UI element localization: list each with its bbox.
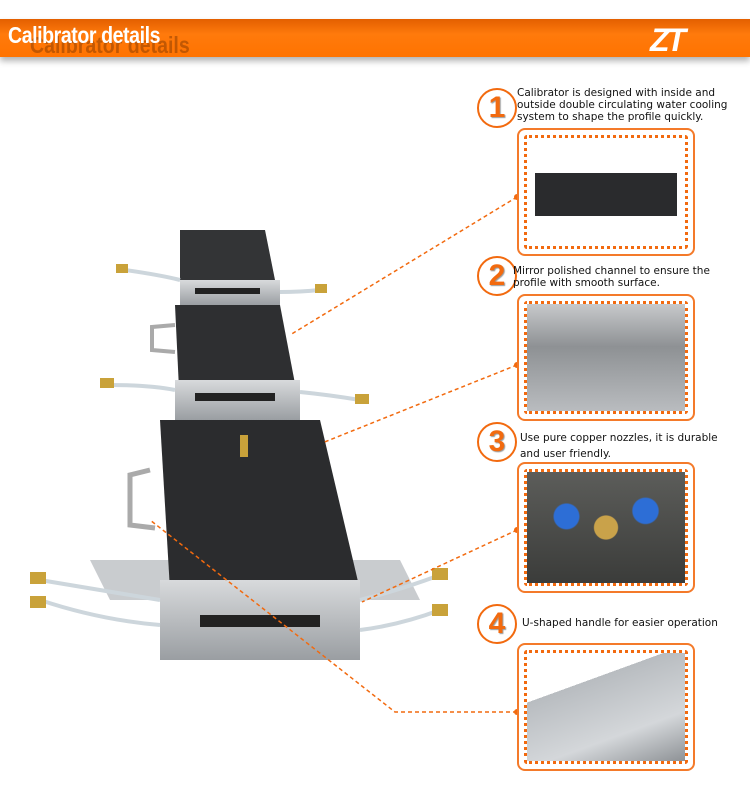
inset-polished-channel <box>517 294 695 421</box>
banner-title-shadow: Calibrator details <box>30 32 190 58</box>
feature-number-2: 2 <box>477 256 517 296</box>
feature-number-3: 3 <box>477 422 517 462</box>
feature-text-4: U-shaped handle for easier operation <box>522 617 718 629</box>
banner-title: Calibrator details <box>8 22 161 48</box>
copper-nozzle <box>240 435 248 457</box>
water-hoses <box>39 268 441 632</box>
feature-text-2: Mirror polished channel to ensure the pr… <box>513 265 710 289</box>
inset-u-handle <box>517 643 695 771</box>
calibrator-block-front <box>160 420 360 590</box>
feature-number-1: 1 <box>477 88 517 128</box>
feature-text-1: Calibrator is designed with inside and o… <box>517 87 728 123</box>
inset-cooling-system <box>517 128 695 256</box>
u-handle <box>127 467 156 531</box>
header-banner: Calibrator details Calibrator details ZT <box>0 19 750 58</box>
callout-lines <box>149 196 518 713</box>
feature-text-3: Use pure copper nozzles, it is durable a… <box>520 432 718 460</box>
feature-number-4: 4 <box>477 604 517 644</box>
brand-logo: ZT <box>650 22 686 58</box>
inset-copper-nozzles <box>517 462 695 593</box>
brass-fittings <box>30 264 448 616</box>
